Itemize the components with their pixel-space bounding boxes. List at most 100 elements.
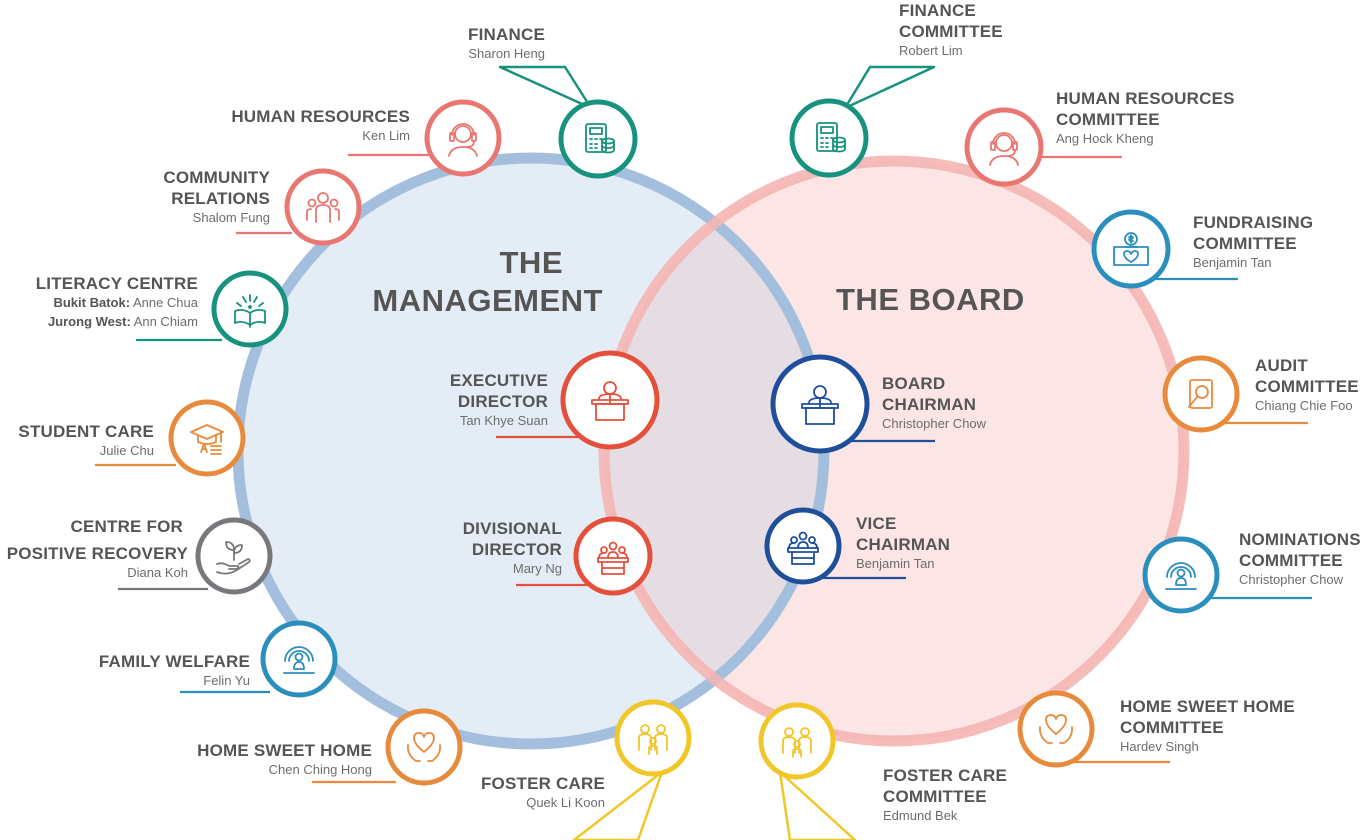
audit-committee-title-2: COMMITTEE bbox=[1255, 377, 1359, 396]
human-resources-label: HUMAN RESOURCES Ken Lim bbox=[200, 106, 410, 144]
calculator-icon bbox=[585, 123, 615, 154]
divisional-director-name: Mary Ng bbox=[512, 561, 562, 576]
literacy-centre-row2: Jurong West: Ann Chiam bbox=[18, 313, 198, 330]
home-sweet-home-committee-name: Hardev Singh bbox=[1120, 739, 1199, 754]
podium-icon bbox=[801, 385, 839, 425]
positive-recovery-title-2: POSITIVE RECOVERY bbox=[6, 544, 188, 563]
hr-committee-label: HUMAN RESOURCES COMMITTEE Ang Hock Kheng bbox=[1056, 88, 1235, 147]
nominations-committee-title-1: NOMINATIONS bbox=[1239, 530, 1361, 549]
management-heading-line2: MANAGEMENT bbox=[372, 283, 603, 318]
human-resources-name: Ken Lim bbox=[362, 128, 410, 143]
finance-committee-pointer bbox=[843, 65, 936, 110]
divisional-director-title-1: DIVISIONAL bbox=[462, 519, 562, 538]
nominations-committee-name: Christopher Chow bbox=[1239, 572, 1344, 587]
group-icon bbox=[306, 192, 340, 223]
heart-hands-icon bbox=[1039, 714, 1073, 744]
literacy-centre-row1-label: Bukit Batok: bbox=[53, 295, 131, 310]
hr-committee-name: Ang Hock Kheng bbox=[1056, 131, 1154, 146]
foster-care-committee-name: Edmund Bek bbox=[883, 808, 958, 823]
positive-recovery-name: Diana Koh bbox=[127, 565, 188, 580]
book-icon bbox=[234, 294, 266, 328]
parents-child-icon bbox=[638, 724, 668, 755]
family-welfare-label: FAMILY WELFARE Felin Yu bbox=[60, 651, 250, 689]
finance-committee-name: Robert Lim bbox=[899, 43, 963, 58]
management-heading-line1: THE bbox=[499, 245, 563, 280]
foster-care-label: FOSTER CARE Quek Li Koon bbox=[455, 773, 605, 811]
foster-care-committee-pointer bbox=[778, 770, 857, 840]
literacy-centre-label: LITERACY CENTRE Bukit Batok: Anne Chua J… bbox=[18, 273, 198, 330]
heart-hands-icon bbox=[407, 732, 441, 762]
nominations-committee-title-2: COMMITTEE bbox=[1239, 551, 1343, 570]
student-care-title: STUDENT CARE bbox=[18, 422, 154, 441]
overlap-area bbox=[604, 161, 824, 741]
audit-committee-label: AUDIT COMMITTEE Chiang Chie Foo bbox=[1255, 355, 1359, 414]
executive-director-label: EXECUTIVE DIRECTOR Tan Khye Suan bbox=[410, 370, 548, 429]
foster-care-committee-title-2: COMMITTEE bbox=[883, 787, 987, 806]
community-relations-title-1: COMMUNITY bbox=[163, 168, 270, 187]
family-welfare-title: FAMILY WELFARE bbox=[98, 652, 250, 671]
literacy-centre-row1: Bukit Batok: Anne Chua bbox=[18, 294, 198, 311]
headset-icon bbox=[448, 123, 478, 157]
literacy-centre-title: LITERACY CENTRE bbox=[35, 274, 198, 293]
donation-box-icon bbox=[1113, 232, 1149, 266]
positive-recovery-title-1: CENTRE FOR bbox=[70, 517, 183, 536]
positive-recovery-label: CENTRE FOR POSITIVE RECOVERY Diana Koh bbox=[0, 516, 188, 581]
foster-care-committee-title-1: FOSTER CARE bbox=[883, 766, 1008, 785]
family-welfare-name: Felin Yu bbox=[203, 673, 250, 688]
headset-icon bbox=[989, 132, 1019, 166]
fundraising-committee-name: Benjamin Tan bbox=[1193, 255, 1272, 270]
executive-director-title-1: EXECUTIVE bbox=[449, 371, 548, 390]
plant-hand-icon bbox=[216, 541, 251, 575]
family-icon bbox=[1165, 562, 1197, 590]
meeting-icon bbox=[597, 541, 629, 575]
home-sweet-home-label: HOME SWEET HOME Chen Ching Hong bbox=[172, 740, 372, 778]
literacy-centre-row2-name: Ann Chiam bbox=[133, 314, 198, 329]
parents-child-icon bbox=[782, 727, 812, 758]
finance-committee-title-1: FINANCE bbox=[899, 1, 976, 20]
literacy-centre-row1-name: Anne Chua bbox=[132, 295, 198, 310]
foster-care-committee-label: FOSTER CARE COMMITTEE Edmund Bek bbox=[883, 765, 1007, 824]
nominations-committee-label: NOMINATIONS COMMITTEE Christopher Chow bbox=[1239, 529, 1361, 588]
fundraising-committee-label: FUNDRAISING COMMITTEE Benjamin Tan bbox=[1193, 212, 1313, 271]
calculator-icon bbox=[816, 122, 846, 153]
divisional-director-title-2: DIRECTOR bbox=[471, 540, 562, 559]
vice-chairman-title-1: VICE bbox=[856, 514, 897, 533]
board-chairman-title-1: BOARD bbox=[882, 374, 946, 393]
vice-chairman-label: VICE CHAIRMAN Benjamin Tan bbox=[856, 513, 950, 572]
management-heading: THE MANAGEMENT bbox=[371, 244, 603, 320]
executive-director-name: Tan Khye Suan bbox=[459, 413, 548, 428]
foster-care-name: Quek Li Koon bbox=[526, 795, 605, 810]
finance-committee-label: FINANCE COMMITTEE Robert Lim bbox=[899, 0, 1003, 59]
student-care-label: STUDENT CARE Julie Chu bbox=[4, 421, 154, 459]
audit-committee-title-1: AUDIT bbox=[1255, 356, 1308, 375]
finance-committee-title-2: COMMITTEE bbox=[899, 22, 1003, 41]
community-relations-title-2: RELATIONS bbox=[171, 189, 270, 208]
home-sweet-home-committee-label: HOME SWEET HOME COMMITTEE Hardev Singh bbox=[1120, 696, 1295, 755]
foster-care-title: FOSTER CARE bbox=[480, 774, 605, 793]
audit-committee-name: Chiang Chie Foo bbox=[1255, 398, 1353, 413]
home-sweet-home-name: Chen Ching Hong bbox=[268, 762, 372, 777]
home-sweet-home-committee-title-2: COMMITTEE bbox=[1120, 718, 1224, 737]
home-sweet-home-committee-title-1: HOME SWEET HOME bbox=[1120, 697, 1295, 716]
board-chairman-label: BOARD CHAIRMAN Christopher Chow bbox=[882, 373, 986, 432]
foster-care-pointer bbox=[572, 770, 664, 840]
vice-chairman-name: Benjamin Tan bbox=[856, 556, 935, 571]
finance-pointer bbox=[498, 65, 593, 110]
community-relations-name: Shalom Fung bbox=[192, 210, 270, 225]
node-discs bbox=[168, 98, 1240, 786]
hr-committee-title-1: HUMAN RESOURCES bbox=[1056, 89, 1235, 108]
fundraising-committee-title-1: FUNDRAISING bbox=[1193, 213, 1314, 232]
meeting-icon bbox=[787, 531, 819, 565]
hr-committee-title-2: COMMITTEE bbox=[1056, 110, 1160, 129]
home-sweet-home-title: HOME SWEET HOME bbox=[197, 741, 372, 760]
finance-name: Sharon Heng bbox=[468, 46, 545, 61]
board-heading: THE BOARD bbox=[836, 282, 1025, 317]
finance-label: FINANCE Sharon Heng bbox=[420, 24, 545, 62]
student-care-name: Julie Chu bbox=[99, 443, 154, 458]
finance-title: FINANCE bbox=[468, 25, 545, 44]
board-chairman-name: Christopher Chow bbox=[882, 416, 987, 431]
human-resources-title: HUMAN RESOURCES bbox=[231, 107, 410, 126]
divisional-director-label: DIVISIONAL DIRECTOR Mary Ng bbox=[420, 518, 562, 577]
board-chairman-title-2: CHAIRMAN bbox=[882, 395, 977, 414]
